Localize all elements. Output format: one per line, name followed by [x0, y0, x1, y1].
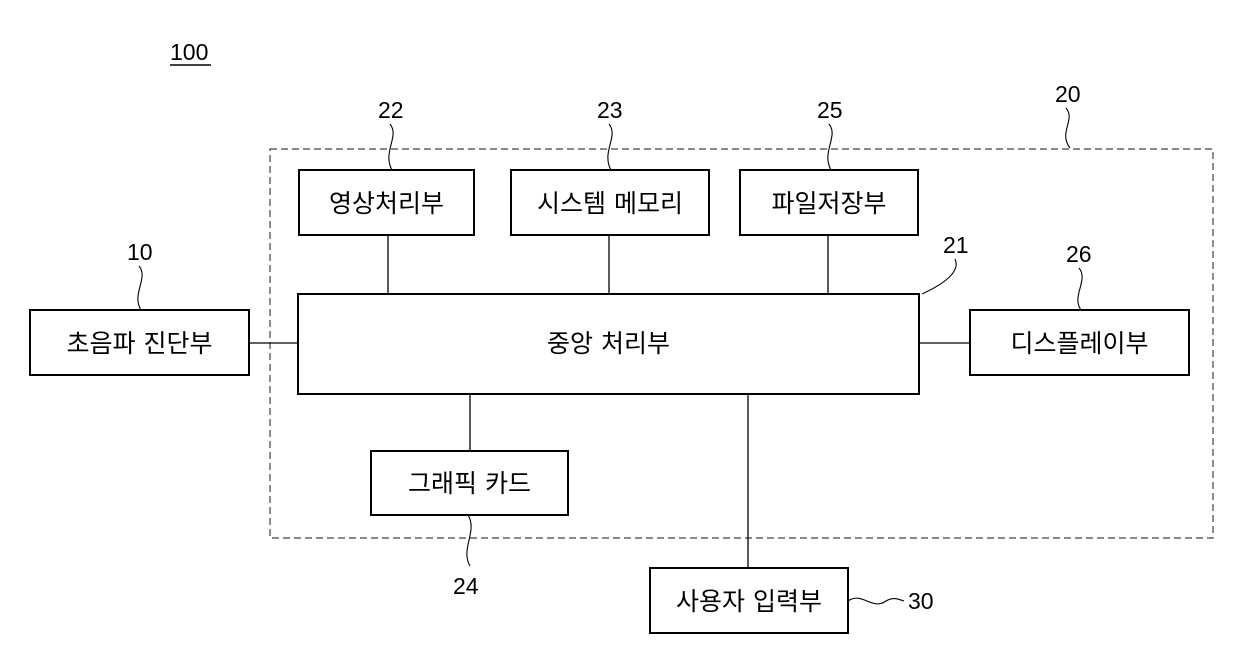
graphics-card-leader [467, 515, 471, 566]
cpu-leader [922, 259, 956, 294]
system-group-ref: 20 [1055, 81, 1081, 107]
user-input-ref: 30 [908, 588, 934, 614]
display-ref: 26 [1066, 241, 1092, 267]
user-input-label: 사용자 입력부 [676, 587, 822, 616]
display-leader [1078, 268, 1082, 310]
cpu-ref: 21 [943, 232, 969, 258]
system-memory-ref: 23 [597, 97, 623, 123]
graphics-card-label: 그래픽 카드 [408, 469, 531, 498]
user-input-leader [848, 598, 904, 604]
image-processing-leader [389, 124, 393, 170]
ultrasound-leader [138, 266, 142, 310]
system-memory-leader [608, 124, 612, 170]
system-memory-label: 시스템 메모리 [537, 189, 683, 218]
display-label: 디스플레이부 [1010, 329, 1148, 358]
cpu-label: 중앙 처리부 [547, 329, 670, 358]
ultrasound-ref: 10 [127, 239, 153, 265]
file-storage-label: 파일저장부 [771, 189, 886, 218]
file-storage-leader [828, 124, 832, 170]
figure-number: 100 [170, 39, 208, 65]
file-storage-ref: 25 [817, 97, 843, 123]
graphics-card-ref: 24 [453, 573, 479, 599]
system-group-leader [1066, 108, 1070, 148]
image-processing-ref: 22 [378, 97, 404, 123]
ultrasound-label: 초음파 진단부 [67, 329, 213, 358]
image-processing-label: 영상처리부 [329, 189, 444, 218]
